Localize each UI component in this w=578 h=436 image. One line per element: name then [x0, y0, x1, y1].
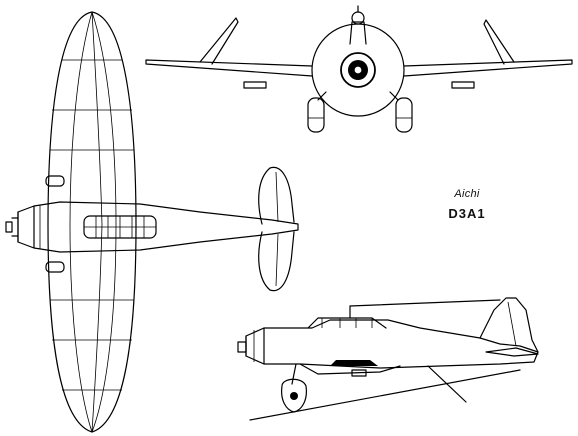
side-view-fin [479, 297, 539, 353]
top-view-fuselage [17, 201, 299, 253]
front-view [145, 5, 573, 133]
front-view-wing [145, 59, 313, 77]
top-view-tailplane [258, 166, 295, 225]
side-view [237, 297, 539, 421]
top-view-wing [47, 11, 137, 433]
top-view [5, 11, 299, 433]
front-view-right-wheel [395, 97, 413, 133]
side-view-canopy [307, 317, 387, 329]
front-view-left-wheel [307, 97, 325, 133]
side-view-wheel-spat [281, 378, 307, 413]
side-view-fuselage [245, 319, 539, 369]
aircraft-caption: Aichi D3A1 [432, 188, 502, 221]
model-label: D3A1 [448, 206, 486, 221]
manufacturer-label: Aichi [454, 188, 480, 200]
